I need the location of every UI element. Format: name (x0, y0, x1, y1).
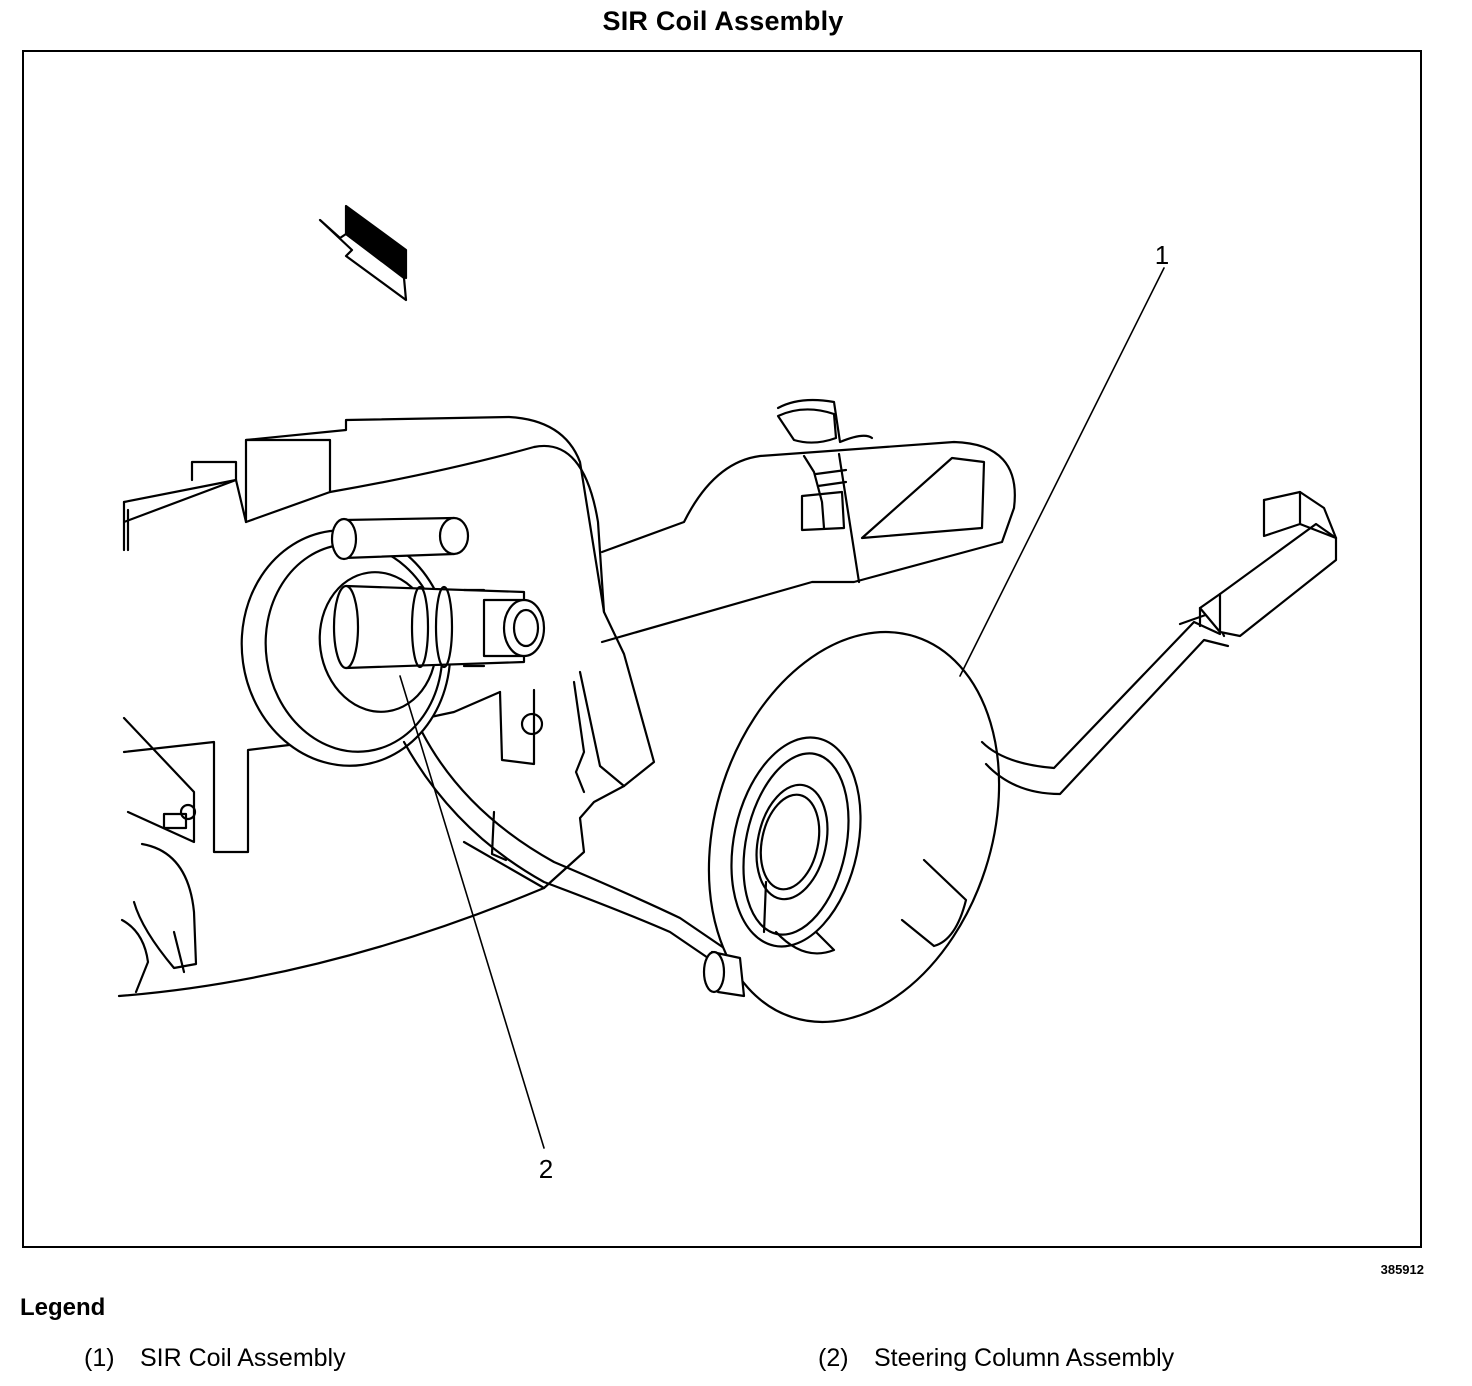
callout-2-leader (399, 675, 545, 1149)
sir-coil-assembly (702, 398, 1338, 1024)
page-title: SIR Coil Assembly (602, 6, 844, 36)
figure-frame: 1 2 (22, 50, 1422, 1248)
legend-item-label: Steering Column Assembly (874, 1344, 1175, 1372)
legend-item-label: SIR Coil Assembly (140, 1344, 346, 1372)
legend-heading: Legend (20, 1294, 106, 1321)
callout-1-leader (959, 267, 1165, 677)
column-shaft (240, 516, 546, 767)
figure-number: 385912 (1380, 1262, 1424, 1277)
legend-item-steering-column: (2) Steering Column Assembly (818, 1344, 1174, 1373)
legend-item-number: (2) (818, 1344, 849, 1372)
coil-lead-wire (402, 730, 726, 964)
exploded-view-illustration: 1 2 (117, 204, 1338, 1184)
steering-column-assembly (117, 415, 1016, 998)
legend-item-number: (1) (84, 1344, 115, 1372)
callout-1-label: 1 (1155, 240, 1169, 270)
callout-2-label: 2 (539, 1154, 553, 1184)
legend-item-sir-coil: (1) SIR Coil Assembly (84, 1344, 346, 1373)
direction-arrow-icon (318, 204, 408, 302)
